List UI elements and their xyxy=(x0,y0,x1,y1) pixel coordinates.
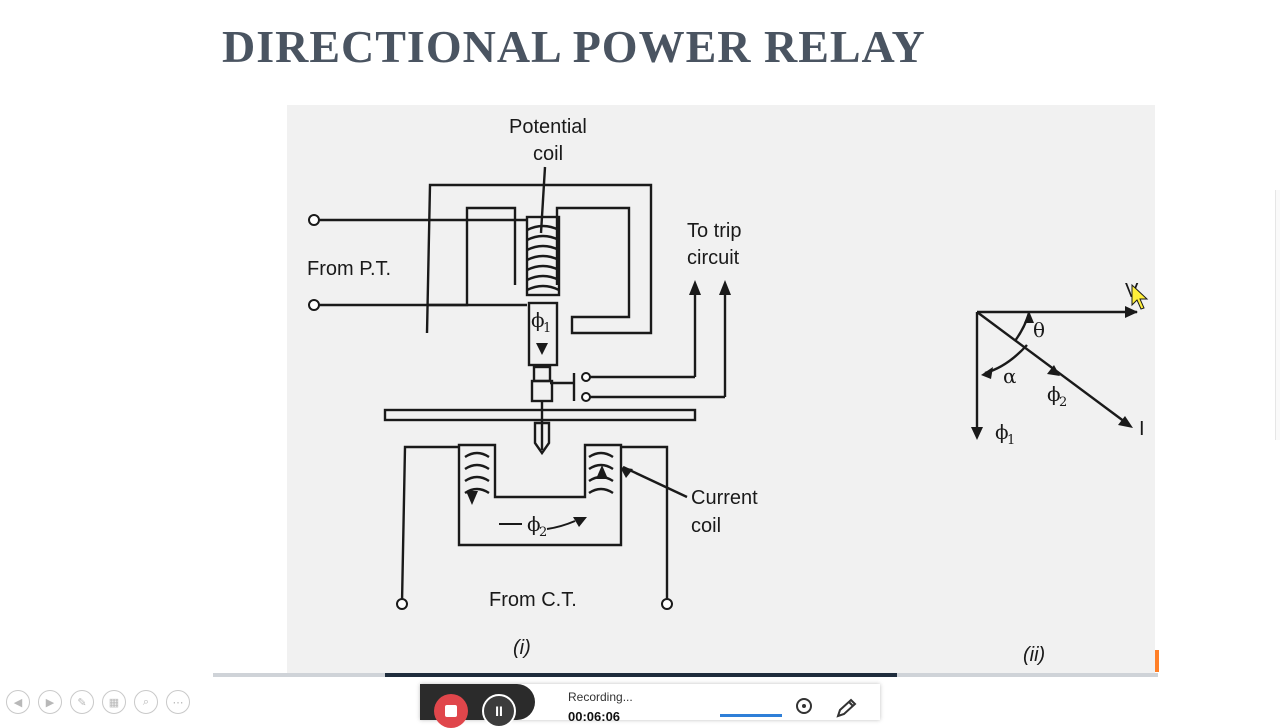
phi1-subscript: 1 xyxy=(543,321,551,336)
orange-marker xyxy=(1155,650,1159,672)
phi1-symbol: ϕ xyxy=(531,308,545,332)
pen-icon[interactable]: ✎ xyxy=(70,690,94,714)
to-trip-label-2: circuit xyxy=(687,247,740,269)
zoom-icon[interactable]: ⌕ xyxy=(134,690,158,714)
relay-diagram: Potential coil From P.T. To trip circuit… xyxy=(307,116,1149,666)
current-coil-label-2: coil xyxy=(691,515,721,537)
slide-progress-fill xyxy=(385,673,897,677)
stop-record-button[interactable] xyxy=(434,694,468,728)
slideshow-nav: ◀ ▶ ✎ ▦ ⌕ ⋯ xyxy=(6,690,190,714)
alpha-label: α xyxy=(1003,364,1017,388)
webcam-icon[interactable] xyxy=(796,698,812,714)
phasor-phi1-subscript: 1 xyxy=(1007,433,1015,448)
potential-coil-label-1: Potential xyxy=(509,116,587,138)
from-ct-label: From C.T. xyxy=(489,589,577,611)
theta-label: θ xyxy=(1033,318,1045,342)
phasor-phi1-symbol: ϕ xyxy=(995,420,1009,444)
phasor-i-label: I xyxy=(1139,418,1145,440)
screen-recorder-toolbar: II Recording... 00:06:06 xyxy=(420,684,880,728)
flux-column xyxy=(527,301,559,367)
from-pt-label: From P.T. xyxy=(307,258,391,280)
potential-coil-label-2: coil xyxy=(533,143,563,165)
relay-figure: Potential coil From P.T. To trip circuit… xyxy=(287,105,1155,675)
recording-timer: 00:06:06 xyxy=(568,709,621,724)
audio-level-bar xyxy=(720,714,782,717)
current-coil-label-1: Current xyxy=(691,487,758,509)
back-icon[interactable]: ◀ xyxy=(6,690,30,714)
phi2-symbol: ϕ xyxy=(527,512,541,536)
fig-ii-label: (ii) xyxy=(1023,644,1045,666)
recorder-controls: II xyxy=(420,684,535,728)
mouse-cursor-icon xyxy=(1131,283,1149,310)
fig-i-label: (i) xyxy=(513,637,531,659)
aluminium-disc xyxy=(383,408,697,422)
slides-icon[interactable]: ▦ xyxy=(102,690,126,714)
phasor-phi2-subscript: 2 xyxy=(1059,395,1067,410)
slide-title: DIRECTIONAL POWER RELAY xyxy=(222,21,926,72)
forward-icon[interactable]: ▶ xyxy=(38,690,62,714)
pause-record-button[interactable]: II xyxy=(482,694,516,728)
annotate-pen-icon[interactable] xyxy=(834,698,858,718)
more-icon[interactable]: ⋯ xyxy=(166,690,190,714)
phasor-phi2-symbol: ϕ xyxy=(1047,382,1061,406)
right-scroll-edge[interactable] xyxy=(1275,190,1280,440)
phi2-subscript: 2 xyxy=(539,525,547,540)
to-trip-label-1: To trip xyxy=(687,220,741,242)
recording-status: Recording... xyxy=(568,690,633,704)
